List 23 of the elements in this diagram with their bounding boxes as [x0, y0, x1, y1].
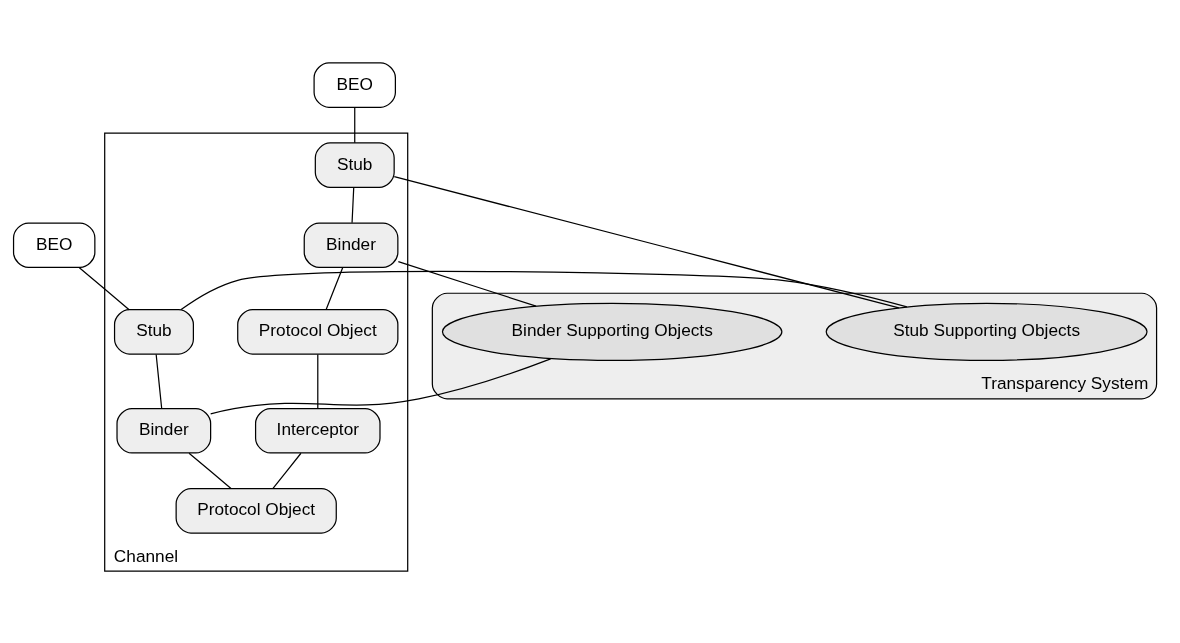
connector: [351, 186, 355, 223]
node-box: Binder: [116, 407, 212, 454]
connector: [272, 452, 302, 489]
connector: [188, 452, 232, 489]
node-box: Interceptor: [254, 407, 381, 454]
node-box: BEO: [12, 221, 96, 268]
node-box: Binder: [303, 221, 399, 268]
node-box: Stub: [314, 141, 395, 188]
node-box: Protocol Object: [175, 487, 337, 534]
connector: [325, 266, 344, 310]
connector: [78, 266, 130, 310]
connector: [393, 175, 900, 308]
node-ellipse: Binder Supporting Objects: [441, 302, 783, 361]
connector: [180, 270, 908, 310]
connector: [317, 353, 319, 409]
connector: [354, 106, 356, 143]
connector: [397, 260, 537, 307]
connector: [155, 353, 163, 409]
node-box: Stub: [113, 308, 194, 355]
node-ellipse: Stub Supporting Objects: [825, 302, 1148, 361]
node-box: Protocol Object: [237, 308, 399, 355]
node-box: BEO: [313, 61, 396, 108]
connector: [210, 357, 552, 415]
